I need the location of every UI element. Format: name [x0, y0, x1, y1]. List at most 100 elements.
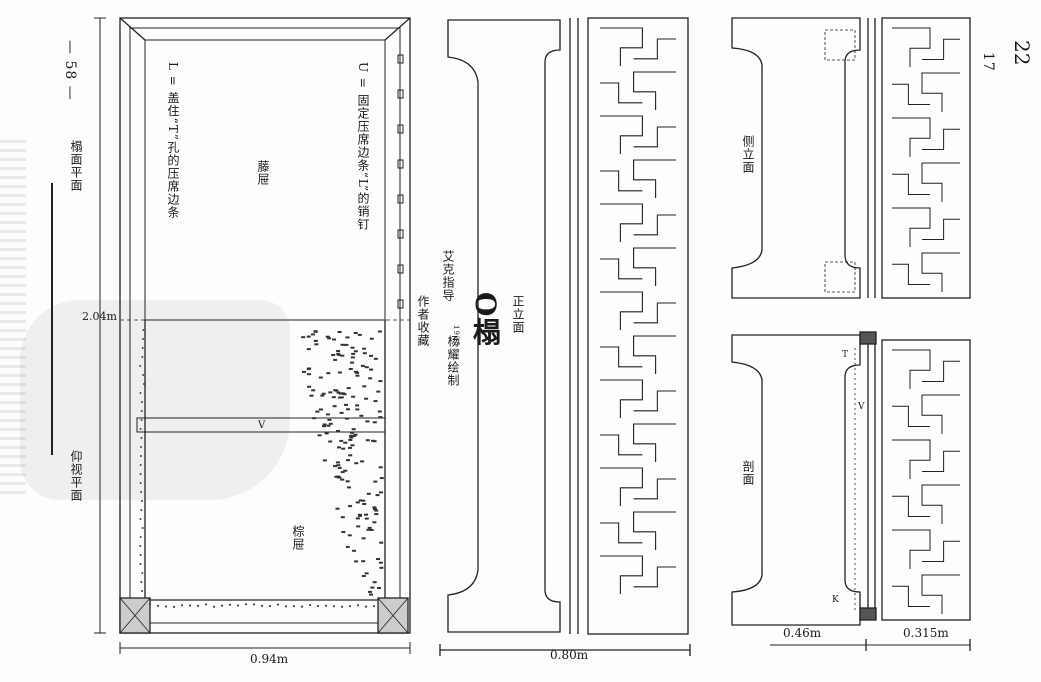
palm-fibre-mark [306, 335, 311, 338]
lattice-stroke [892, 529, 960, 569]
palm-fibre-mark [353, 332, 358, 334]
edge-dot [139, 563, 142, 565]
palm-fibre-mark [322, 425, 326, 428]
palm-fibre-mark [341, 531, 346, 533]
palm-fibre-mark [364, 517, 369, 520]
palm-fibre-mark [328, 391, 333, 394]
edge-dot [260, 604, 264, 608]
edge-dot [188, 604, 192, 607]
palm-label: 棕屉 [291, 525, 305, 551]
palm-fibre-mark [335, 507, 340, 510]
palm-fibre-mark [376, 390, 381, 393]
palm-fibre-mark [311, 333, 315, 336]
palm-fibre-mark [312, 417, 317, 420]
palm-fibre-mark [369, 368, 374, 371]
edge-dot [212, 605, 216, 608]
palm-fibre-mark [375, 494, 380, 497]
lattice-stroke [892, 72, 960, 112]
palm-fibre-mark [369, 529, 374, 531]
edge-dot [140, 491, 143, 493]
palm-fibre-mark [361, 575, 366, 577]
edge-dot [140, 581, 143, 583]
palm-fibre-mark [347, 534, 352, 537]
collection-credit: 作者收藏 [416, 295, 430, 347]
edge-dot [340, 605, 344, 608]
lattice-stroke [600, 511, 676, 550]
palm-fibre-mark [360, 460, 365, 463]
palm-fibre-mark [348, 505, 353, 508]
collection-seal-watermark [20, 300, 290, 500]
palm-fibre-mark [373, 480, 378, 483]
lattice-stroke [600, 115, 676, 154]
edge-dot [140, 437, 143, 439]
palm-fibre-mark [331, 396, 336, 399]
palm-fibre-mark [359, 414, 364, 417]
mark-t: T [842, 350, 849, 360]
palm-fibre-mark [352, 435, 356, 437]
palm-fibre-mark [345, 545, 350, 548]
palm-fibre-mark [314, 343, 319, 346]
edge-dot-texture [139, 329, 376, 608]
edge-dot [172, 605, 176, 608]
palm-fibre-mark [348, 454, 353, 457]
palm-fibre-mark [340, 343, 345, 346]
palm-fibre-mark [366, 492, 371, 495]
palm-fibre-mark [324, 432, 329, 435]
palm-fibre-mark [367, 526, 372, 529]
front-elevation [439, 17, 691, 656]
palm-fibre-mark [371, 439, 376, 442]
mark-k: K [832, 595, 839, 605]
palm-fibre-mark [339, 411, 344, 414]
palm-fibre-mark [351, 395, 356, 398]
palm-fibre-mark [348, 446, 352, 449]
edge-dot [142, 374, 145, 376]
palm-fibre-mark [337, 466, 342, 469]
palm-fibre-mark [370, 586, 375, 589]
palm-fibre-mark [340, 354, 345, 357]
palm-fibre-mark [346, 408, 350, 411]
height-dimension: 0.80m [550, 648, 589, 662]
palm-fibre-mark [335, 461, 340, 464]
drawing-title: O榻 [469, 292, 502, 347]
edge-dot [324, 604, 328, 607]
palm-fibre-mark [349, 434, 354, 437]
palm-fibre-mark [354, 462, 359, 465]
scan-edge-shadow [0, 140, 26, 500]
lattice-stroke [892, 439, 960, 479]
edge-dot [228, 603, 232, 606]
rattan-seat-panel [144, 39, 386, 321]
side-dimension-a: 0.46m [783, 626, 822, 640]
palm-fibre-mark [365, 420, 370, 423]
palm-fibre-mark [331, 354, 336, 356]
lattice-stroke [892, 117, 960, 157]
lattice-stroke [600, 423, 676, 462]
palm-fibre-mark [306, 348, 311, 351]
palm-fibre-mark [350, 346, 355, 349]
plan-dimension-lines [51, 17, 411, 654]
palm-fibre-mark [332, 405, 337, 408]
palm-fibre-mark [373, 357, 378, 360]
lattice-stroke [892, 252, 960, 292]
palm-fibre-mark [352, 549, 357, 552]
section-view [731, 331, 971, 651]
palm-fibre-mark [348, 368, 353, 370]
palm-fibre-mark [337, 371, 342, 374]
palm-fibre-mark [378, 561, 383, 564]
lattice-stroke [600, 379, 676, 418]
palm-fibre-mark [362, 385, 367, 388]
palm-fibre-mark [354, 560, 359, 563]
palm-fibre-mark [369, 337, 374, 340]
palm-fibre-mark [336, 475, 341, 478]
palm-fibre-mark [336, 350, 341, 352]
palm-fibre-mark [364, 397, 369, 400]
lattice-stroke [600, 247, 676, 286]
palm-fibre-mark [353, 350, 358, 353]
palm-fibre-mark [347, 486, 351, 489]
side-elevation [731, 17, 971, 299]
palm-fibre-mark [378, 380, 383, 383]
palm-fibre-mark [336, 391, 341, 394]
palm-fibre-mark [345, 480, 350, 483]
palm-fibre-mark [318, 408, 323, 411]
palm-fibre-mark [350, 361, 355, 364]
